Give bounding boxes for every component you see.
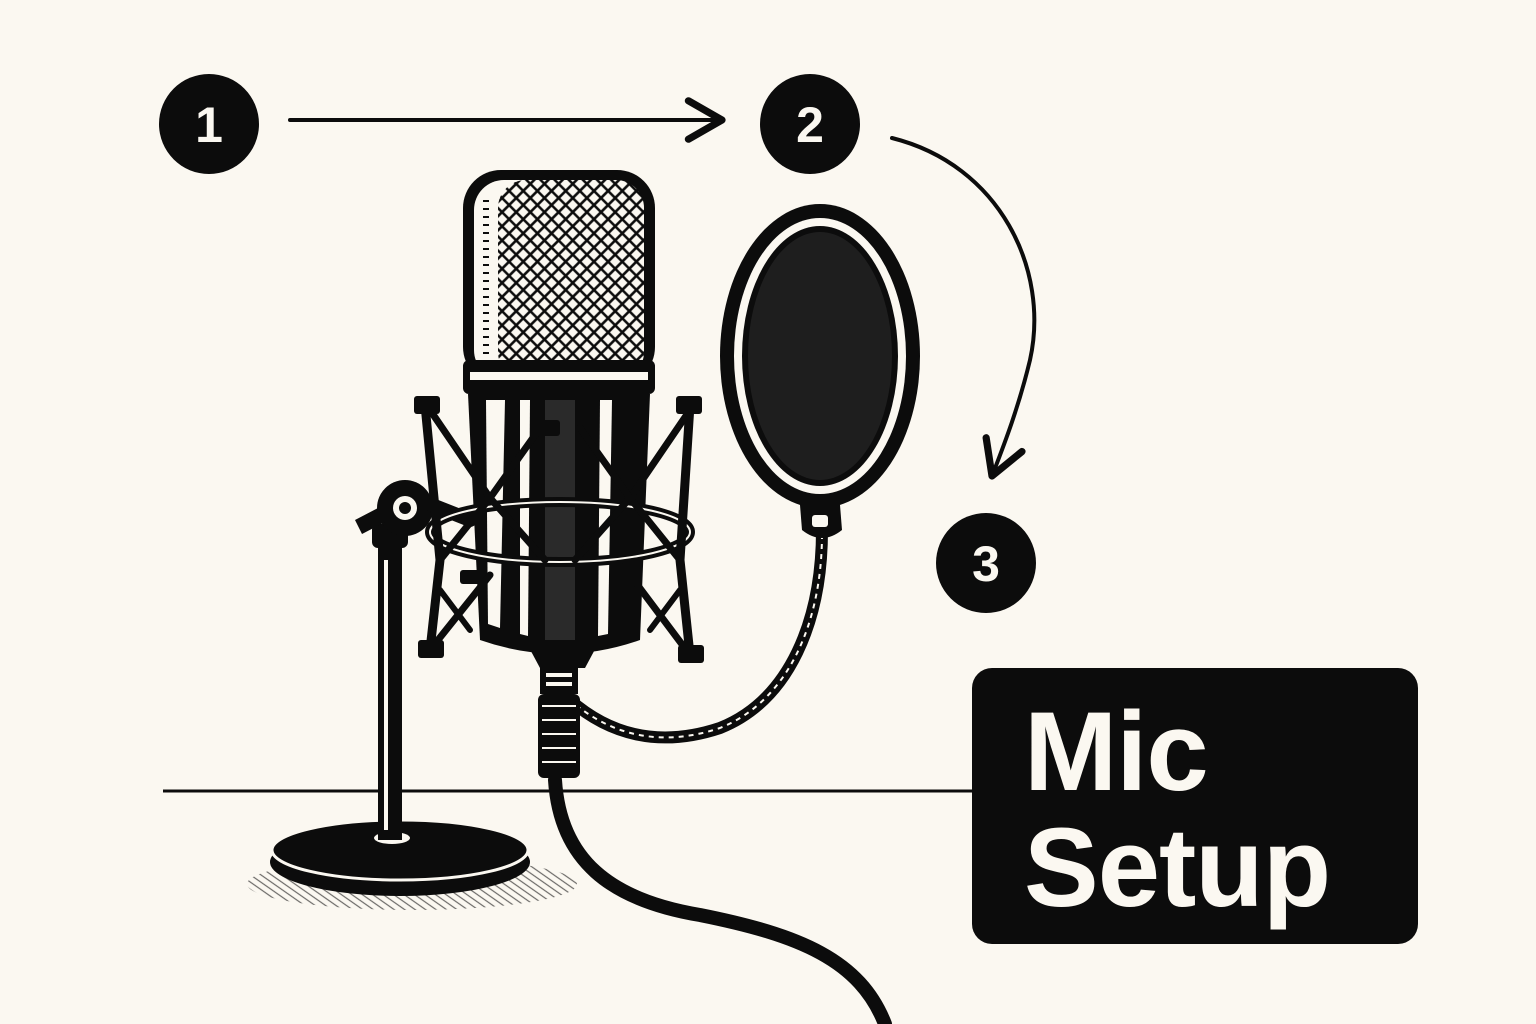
desk-stand-icon xyxy=(247,480,577,910)
xlr-cable-icon xyxy=(548,773,892,1024)
pop-filter-gooseneck xyxy=(564,524,828,744)
step-2-badge: 2 xyxy=(760,74,860,174)
shock-mount-icon xyxy=(420,400,695,660)
step-3-label: 3 xyxy=(972,536,1000,592)
shock-mount-clips xyxy=(414,396,704,663)
title-card: Mic Setup xyxy=(972,668,1418,944)
step-2-label: 2 xyxy=(796,97,824,153)
step-1-label: 1 xyxy=(195,97,223,153)
step-3-badge: 3 xyxy=(936,513,1036,613)
arrow-step2-to-step3 xyxy=(890,136,1037,480)
pop-filter-icon xyxy=(720,204,920,538)
title-line-1: Mic xyxy=(1024,689,1209,814)
step-1-badge: 1 xyxy=(159,74,259,174)
condenser-microphone-icon xyxy=(463,170,655,778)
title-line-2: Setup xyxy=(1024,805,1331,930)
